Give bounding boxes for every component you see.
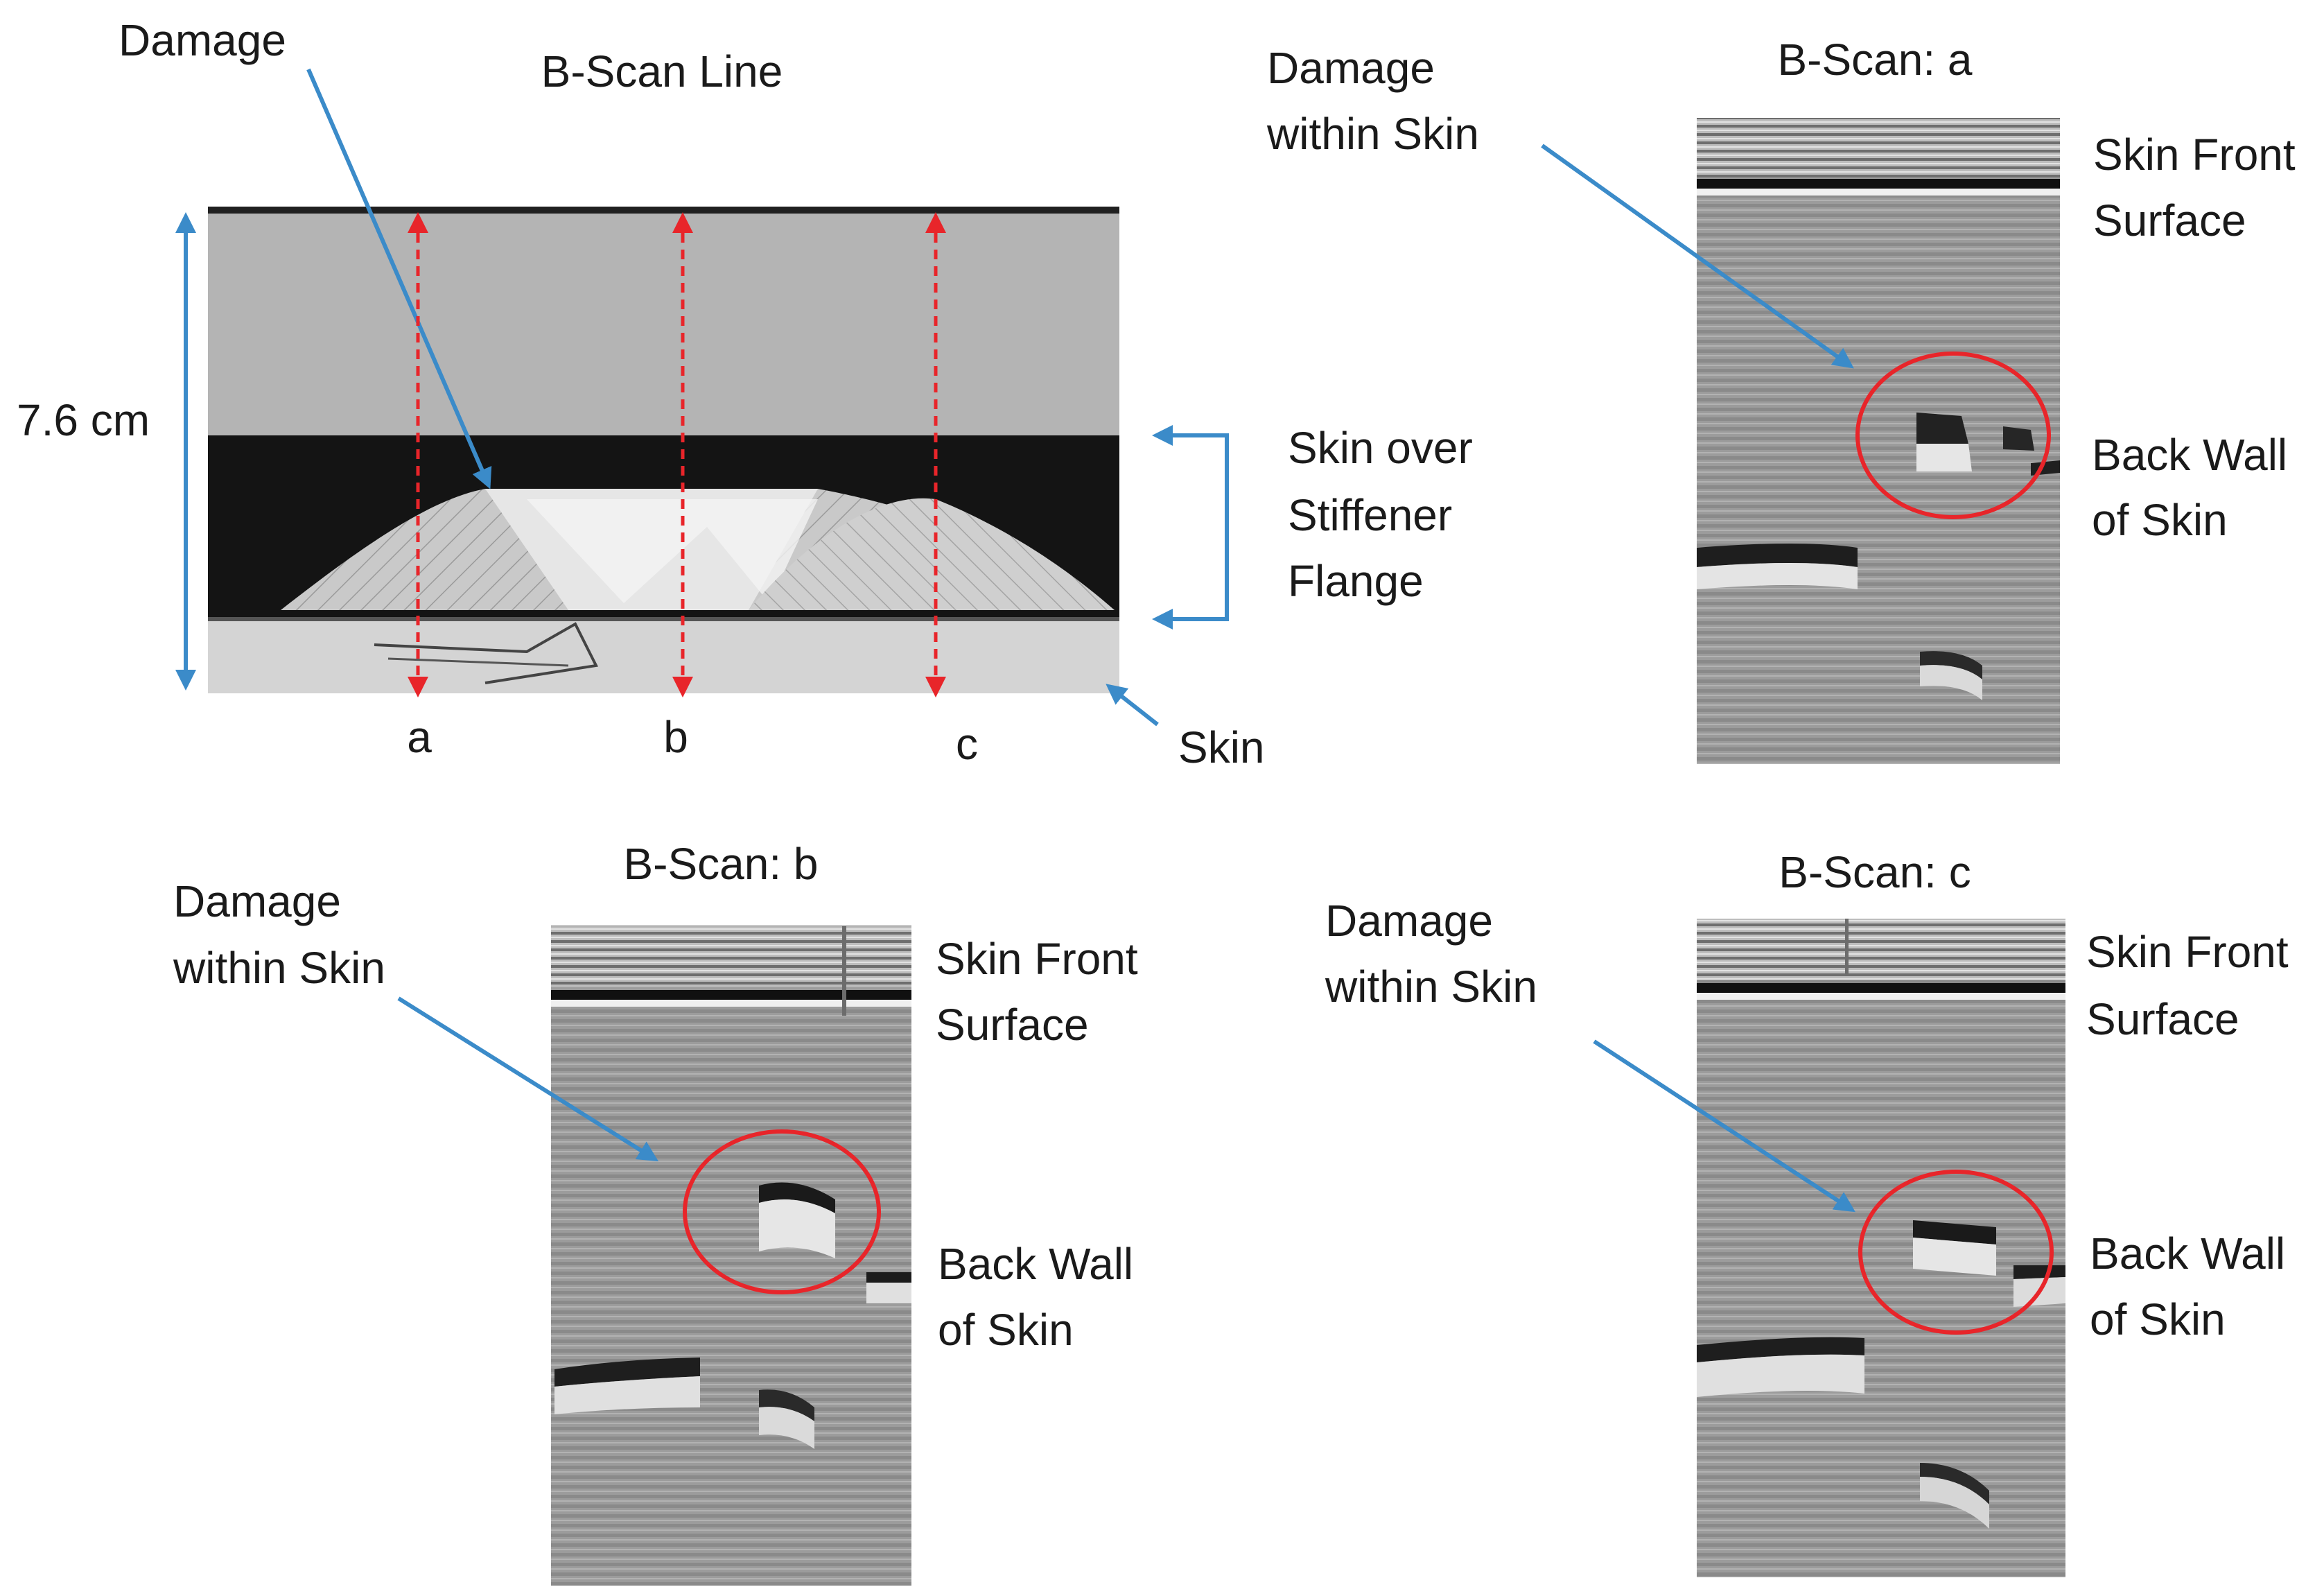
main-panel: B-Scan Line Damage 7.6 cm a b — [17, 15, 1473, 772]
bscan-c-damage-label-line2: within Skin — [1325, 962, 1537, 1012]
skin-label: Skin — [1178, 722, 1265, 772]
bscan-b-back-label-line1: Back Wall — [938, 1239, 1133, 1289]
bscan-b-front-label-line2: Surface — [936, 1000, 1089, 1050]
bscan-a-damage-arrow — [1541, 144, 1854, 369]
scan-line-label-b: b — [663, 712, 688, 762]
cscan-image — [208, 207, 1119, 693]
dimension-label: 7.6 cm — [17, 395, 150, 445]
bscan-c-damage-arrow — [1593, 1039, 1856, 1213]
stiffener-bracket — [1152, 425, 1229, 630]
bscan-a-highlight-circle — [1855, 352, 2051, 519]
skin-arrow — [1106, 684, 1159, 727]
bscan-a-image — [1697, 118, 2060, 764]
bscan-c-back-label-line1: Back Wall — [2090, 1229, 2285, 1278]
bscan-a-front-label-line1: Skin Front — [2093, 130, 2296, 180]
bscan-a-title: B-Scan: a — [1777, 35, 1972, 85]
bscan-c-highlight-circle — [1858, 1170, 2054, 1335]
bscan-a-damage-label-line1: Damage — [1267, 43, 1435, 93]
bscan-a-front-label-line2: Surface — [2093, 196, 2246, 245]
bscan-a-back-label-line1: Back Wall — [2092, 430, 2287, 480]
bscan-c: B-Scan: c Damage within Skin Skin Front … — [1325, 847, 2289, 1577]
main-panel-title: B-Scan Line — [541, 46, 783, 96]
bscan-c-damage-label-line1: Damage — [1325, 896, 1493, 946]
bscan-a-damage-label-line2: within Skin — [1266, 109, 1479, 159]
bscan-a: B-Scan: a Damage within Skin Skin Front … — [1266, 35, 2296, 764]
bscan-c-front-label-line2: Surface — [2086, 994, 2239, 1044]
damage-arrow — [306, 68, 492, 489]
bscan-c-title: B-Scan: c — [1779, 847, 1971, 897]
scan-line-label-a: a — [407, 712, 432, 762]
stiffener-label-line3: Flange — [1288, 556, 1424, 606]
stiffener-label-line1: Skin over — [1288, 423, 1473, 473]
bscan-b-title: B-Scan: b — [623, 839, 818, 889]
bscan-c-front-label-line1: Skin Front — [2086, 927, 2289, 977]
bscan-a-back-label-line2: of Skin — [2092, 495, 2228, 545]
bscan-b-image — [551, 926, 911, 1586]
bscan-b-damage-arrow — [397, 996, 659, 1162]
stiffener-label-line2: Stiffener — [1288, 490, 1452, 540]
bscan-b-back-label-line2: of Skin — [938, 1305, 1074, 1355]
bscan-b-damage-label-line2: within Skin — [173, 943, 385, 993]
bscan-b-highlight-circle — [683, 1129, 881, 1294]
scan-line-label-c: c — [956, 719, 978, 769]
bscan-c-image — [1697, 919, 2065, 1577]
bscan-b-damage-label-line1: Damage — [173, 876, 341, 926]
bscan-b-front-label-line1: Skin Front — [936, 934, 1138, 984]
bscan-b: B-Scan: b Damage within Skin Skin Front … — [173, 839, 1138, 1586]
damage-label: Damage — [119, 15, 286, 65]
bscan-c-back-label-line2: of Skin — [2090, 1294, 2226, 1344]
